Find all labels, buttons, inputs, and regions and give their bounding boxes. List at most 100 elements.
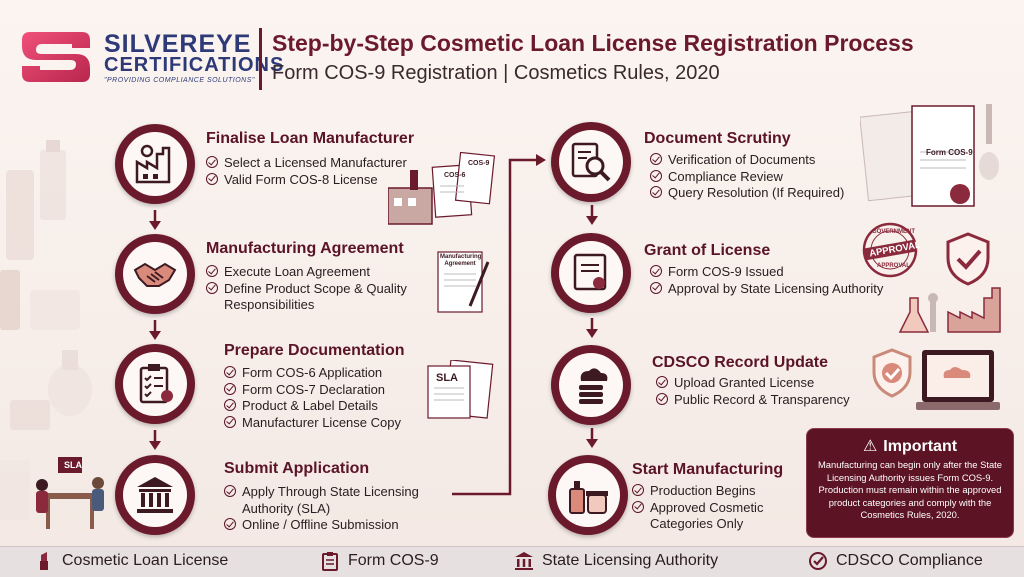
footer-item-state-licensing-authority: State Licensing Authority — [514, 551, 718, 571]
list-item: Public Record & Transparency — [656, 392, 850, 409]
sla-doc-label: SLA — [436, 372, 458, 384]
important-text: Manufacturing can begin only after the S… — [818, 459, 1002, 521]
step-2-title: Manufacturing Agreement — [206, 240, 404, 257]
check-icon — [224, 399, 236, 411]
check-icon — [650, 153, 662, 165]
check-icon — [224, 518, 236, 530]
form-cos9-certificate-illustration — [860, 104, 999, 207]
step-6-title: Grant of License — [644, 242, 771, 259]
list-item: Select a Licensed Manufacturer — [206, 155, 407, 172]
warning-icon: ⚠ — [862, 438, 878, 455]
arrow-down-icon — [149, 320, 161, 340]
list-item: Categories Only — [650, 516, 744, 531]
step-5-circle — [551, 122, 631, 202]
footer-item-cosmetic-loan-license: Cosmetic Loan License — [34, 551, 228, 571]
list-item: Approval by State Licensing Authority — [650, 281, 883, 298]
list-item: Compliance Review — [650, 169, 844, 186]
step-1-circle — [115, 124, 195, 204]
check-icon — [632, 500, 644, 513]
footer-item-cdsco-compliance: CDSCO Compliance — [808, 551, 983, 571]
brand-subname: CERTIFICATIONS — [104, 54, 285, 76]
cos9-small-label: COS-9 — [468, 160, 490, 167]
cosmetic-bottles-icon — [569, 481, 608, 514]
check-icon — [224, 382, 236, 395]
agreement-doc-label: Manufacturing Agreement — [440, 254, 482, 267]
factory-documents-illustration — [388, 152, 496, 225]
check-icon — [206, 281, 218, 294]
header-divider — [259, 28, 262, 90]
check-icon — [656, 376, 668, 388]
step-6-circle — [551, 233, 631, 313]
important-title: ⚠Important — [862, 438, 958, 455]
step-4-bullets: Apply Through State Licensing Authority … — [224, 484, 419, 534]
list-item: Approved Cosmetic — [632, 500, 763, 517]
factory-icon — [135, 144, 171, 184]
check-icon — [656, 392, 668, 405]
important-notice: ⚠Important Manufacturing can begin only … — [806, 428, 1014, 538]
list-item: Authority (SLA) — [242, 500, 331, 516]
step-7-title: CDSCO Record Update — [652, 354, 829, 371]
arrow-down-icon — [149, 430, 161, 450]
lab-factory-illustration — [898, 287, 1001, 333]
check-icon — [632, 484, 644, 496]
list-item: Online / Offline Submission — [224, 517, 419, 534]
laptop-cloud-illustration — [916, 350, 1000, 410]
check-icon — [650, 265, 662, 277]
step-3-circle — [115, 344, 195, 424]
check-icon — [206, 265, 218, 277]
list-item: Query Resolution (If Required) — [650, 185, 844, 202]
step-8-bullets: Production Begins Approved Cosmetic Cate… — [632, 483, 763, 533]
list-item: Define Product Scope & Quality — [206, 281, 407, 298]
step-3-title: Prepare Documentation — [224, 342, 405, 359]
step-4-title: Submit Application — [224, 460, 370, 477]
list-item: Form COS-7 Declaration — [224, 382, 401, 399]
step-1-title: Finalise Loan Manufacturer — [206, 130, 415, 147]
lipstick-icon — [40, 552, 48, 570]
checklist-icon — [139, 364, 173, 404]
step-1-bullets: Select a Licensed Manufacturer Valid For… — [206, 155, 407, 188]
check-icon — [224, 415, 236, 428]
arrow-down-icon — [586, 318, 598, 338]
list-item: Manufacturer License Copy — [224, 415, 401, 432]
sla-documents-illustration — [427, 360, 494, 419]
shield-check-icon — [946, 232, 990, 286]
cloud-database-icon — [579, 368, 608, 404]
step-3-bullets: Form COS-6 Application Form COS-7 Declar… — [224, 365, 401, 431]
check-icon — [650, 186, 662, 198]
stamp-bottom-text: APPROVAL — [877, 263, 910, 269]
step-4-circle — [115, 455, 195, 535]
check-icon — [650, 281, 662, 294]
certificate-icon — [573, 253, 607, 291]
brand-name: SILVEREYE — [104, 30, 252, 58]
brand-tagline: "PROVIDING COMPLIANCE SOLUTIONS" — [104, 77, 255, 84]
step-5-bullets: Verification of Documents Compliance Rev… — [650, 152, 844, 202]
cosmetic-products-decoration — [0, 140, 92, 520]
agreement-document-illustration — [437, 251, 490, 313]
list-item: Execute Loan Agreement — [206, 264, 407, 281]
shield-check-icon — [872, 348, 912, 398]
footer-item-form-cos9: Form COS-9 — [320, 551, 439, 571]
list-item: Verification of Documents — [650, 152, 844, 169]
check-icon — [206, 172, 218, 185]
building-icon — [515, 552, 533, 570]
clipboard-icon — [322, 552, 338, 571]
sla-sign-label: SLA — [64, 460, 82, 470]
office-meeting-illustration — [36, 457, 104, 529]
arrow-down-icon — [149, 210, 161, 230]
stamp-top-text: GOVERNMENT — [872, 229, 916, 235]
step-5-title: Document Scrutiny — [644, 130, 791, 147]
arrow-down-icon — [586, 205, 598, 225]
step-6-bullets: Form COS-9 Issued Approval by State Lice… — [650, 264, 883, 297]
check-icon — [650, 169, 662, 182]
list-item: Responsibilities — [224, 297, 315, 312]
list-item: Form COS-9 Issued — [650, 264, 883, 281]
page-subtitle: Form COS-9 Registration | Cosmetics Rule… — [272, 62, 720, 84]
silvereye-logo-icon — [22, 32, 90, 82]
step-8-title: Start Manufacturing — [632, 461, 784, 478]
form-cos9-label: Form COS-9 — [926, 148, 973, 157]
list-item: Product & Label Details — [224, 398, 401, 415]
arrow-down-icon — [586, 428, 598, 448]
list-item: Upload Granted License — [656, 375, 850, 392]
flow-connector — [452, 154, 546, 496]
cos6-label: COS-6 — [444, 172, 466, 179]
